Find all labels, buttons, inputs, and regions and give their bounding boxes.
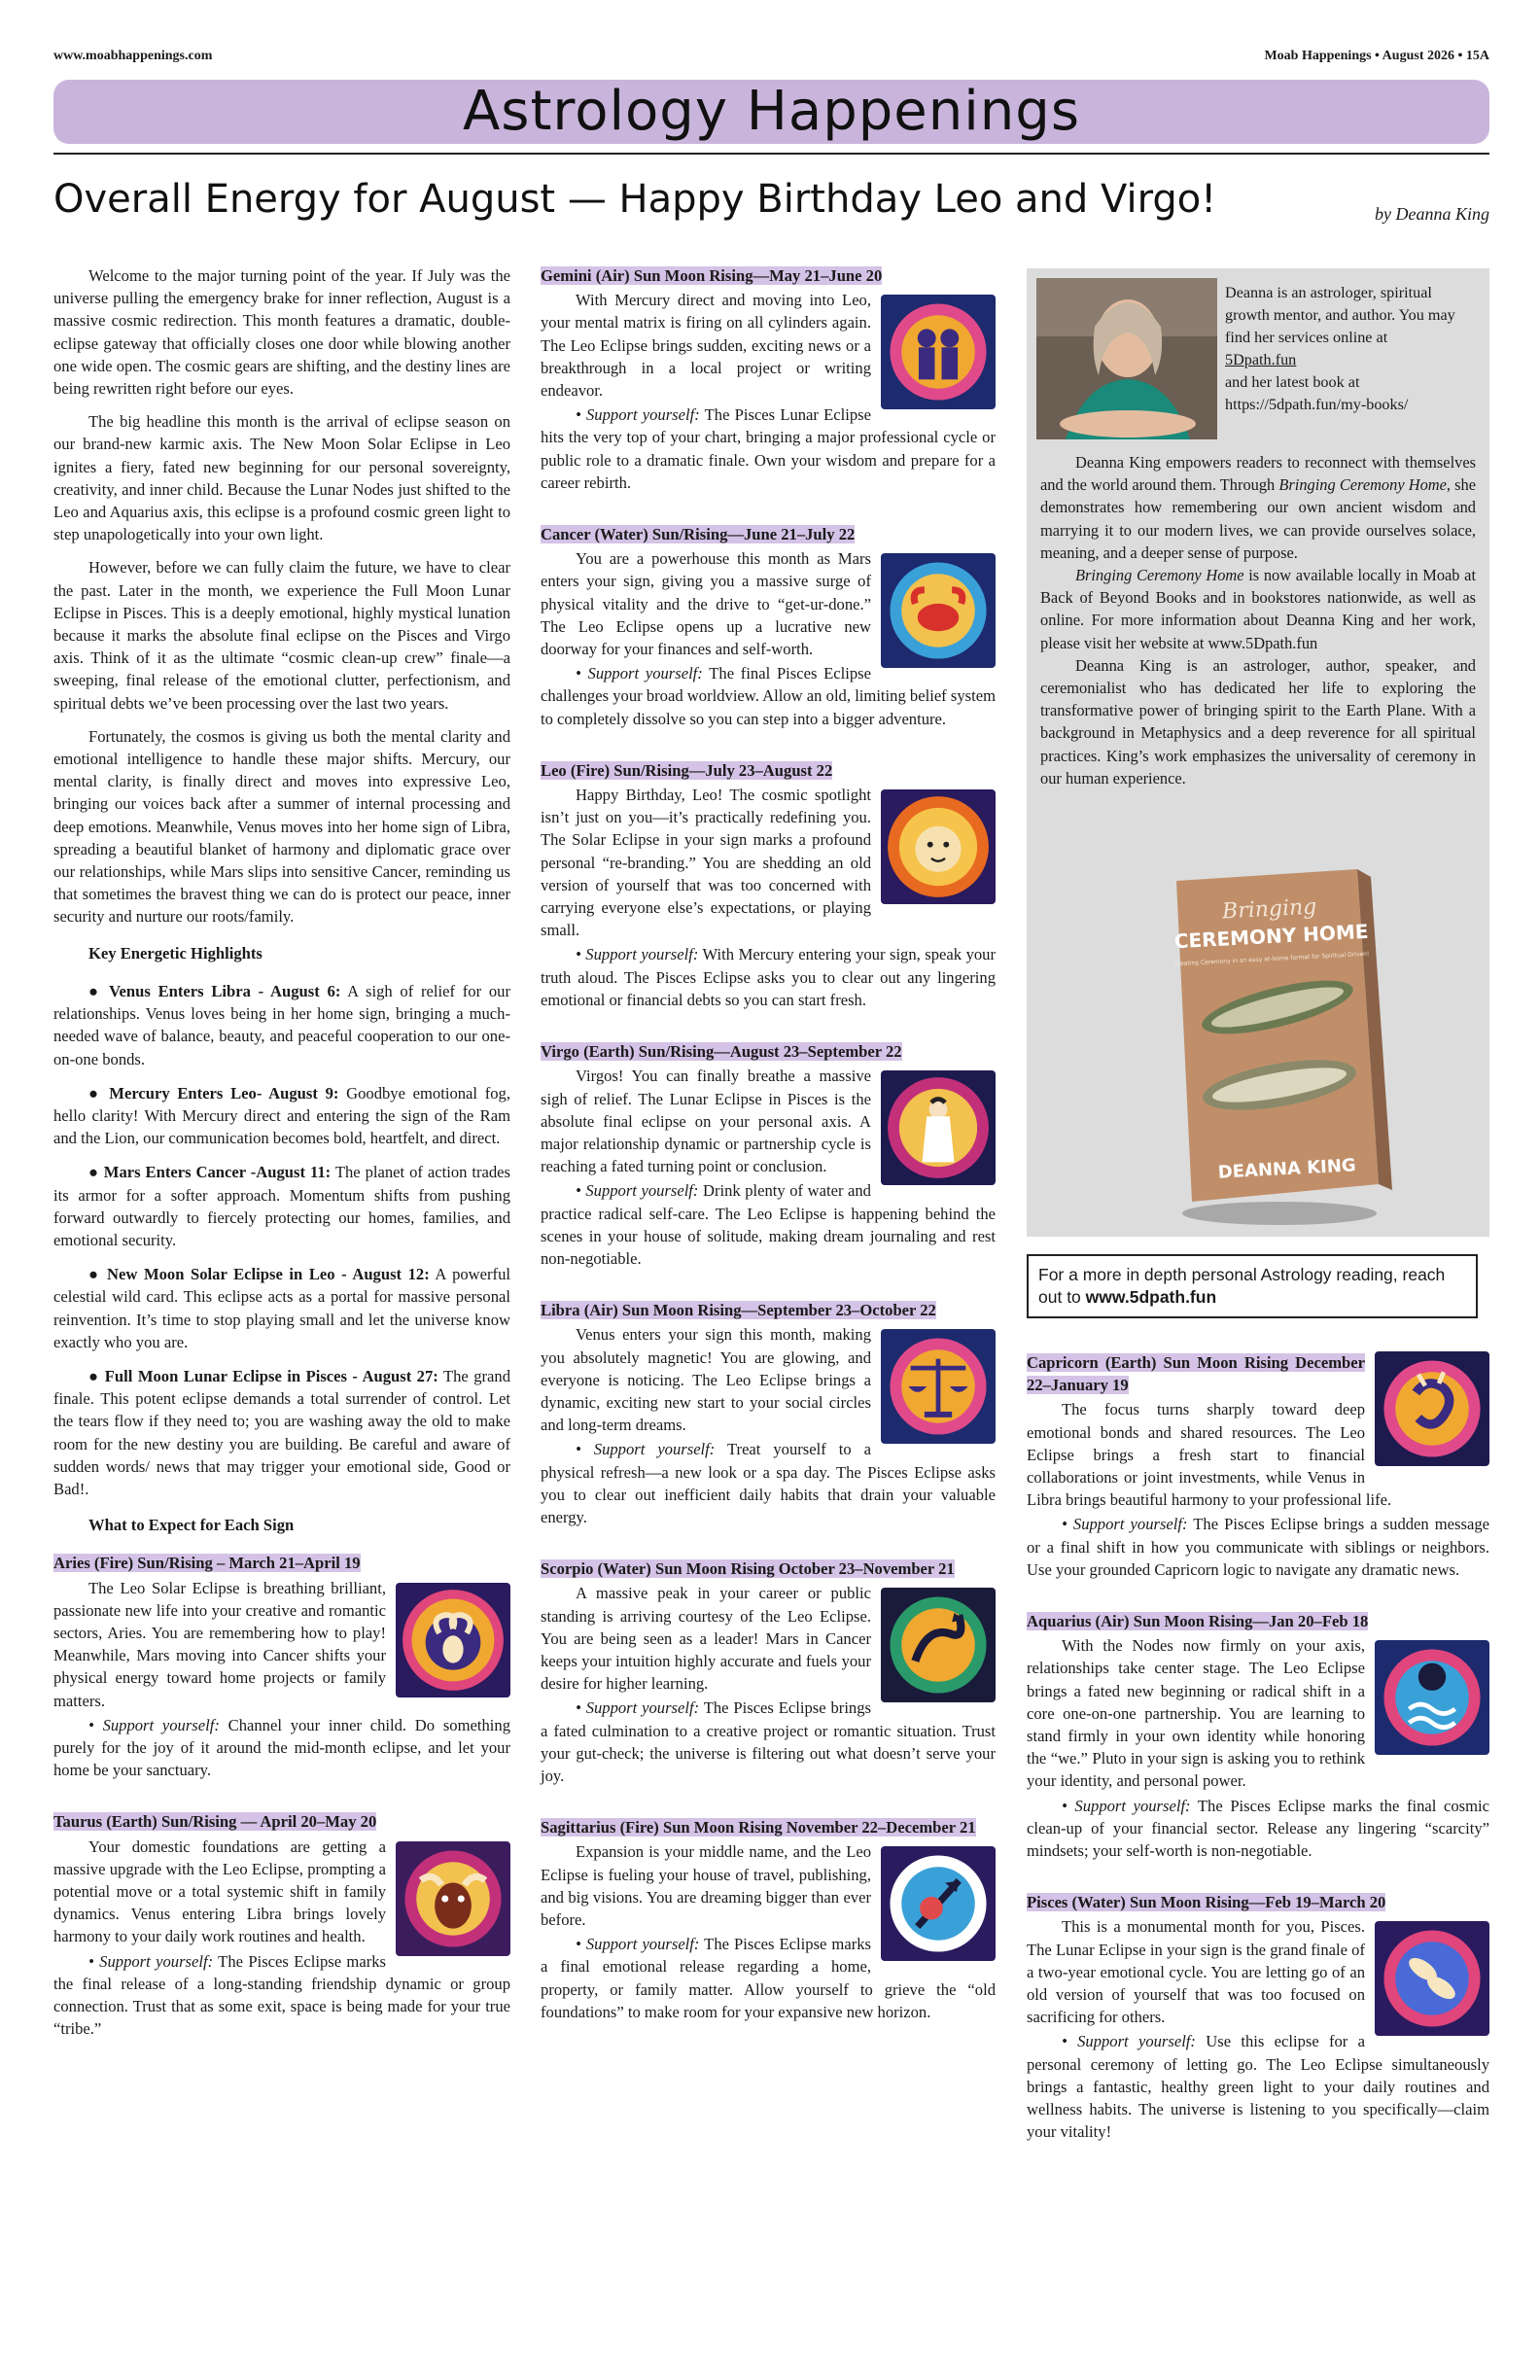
sign-support: • Support yourself: The Pisces Eclipse m… bbox=[1027, 1796, 1489, 1861]
issue-info: Moab Happenings • August 2026 • 15A bbox=[1264, 49, 1489, 63]
sign-body: This is a monumental month for you, Pisc… bbox=[1027, 1917, 1365, 2027]
sign-sagittarius: Sagittarius (Fire) Sun Moon Rising Novem… bbox=[541, 1816, 996, 2023]
sign-libra: Libra (Air) Sun Moon Rising—September 23… bbox=[541, 1299, 996, 1528]
highlight-item: ● Venus Enters Libra - August 6: A sigh … bbox=[53, 981, 510, 1068]
sign-body: With Mercury direct and moving into Leo,… bbox=[541, 291, 871, 401]
sign-title: Pisces (Water) Sun Moon Rising—Feb 19–Ma… bbox=[1027, 1893, 1386, 1912]
sign-body: A massive peak in your career or public … bbox=[541, 1584, 871, 1694]
sign-title: Scorpio (Water) Sun Moon Rising October … bbox=[541, 1559, 955, 1579]
column-2: Gemini (Air) Sun Moon Rising—May 21–June… bbox=[541, 264, 996, 2052]
sign-support: • Support yourself: The Pisces Eclipse m… bbox=[53, 1951, 510, 2039]
sign-support: • Support yourself: Treat yourself to a … bbox=[541, 1440, 996, 1526]
sign-title: Libra (Air) Sun Moon Rising—September 23… bbox=[541, 1301, 936, 1320]
article-headline: Overall Energy for August — Happy Birthd… bbox=[53, 177, 1217, 222]
virgo-icon bbox=[881, 1070, 996, 1186]
sign-gemini: Gemini (Air) Sun Moon Rising—May 21–June… bbox=[541, 264, 996, 494]
intro-paragraph: Welcome to the major turning point of th… bbox=[53, 266, 510, 399]
sign-support: • Support yourself: Drink plenty of wate… bbox=[541, 1181, 996, 1268]
sign-body: Venus enters your sign this month, makin… bbox=[541, 1325, 871, 1435]
sign-title: Capricorn (Earth) Sun Moon Rising Decemb… bbox=[1027, 1353, 1365, 1395]
sign-support: • Support yourself: Channel your inner c… bbox=[53, 1715, 510, 1780]
highlight-item: ● New Moon Solar Eclipse in Leo - August… bbox=[53, 1265, 510, 1351]
column-1: Welcome to the major turning point of th… bbox=[53, 264, 510, 2069]
author-bio-box: Deanna is an astrologer, spiritual growt… bbox=[1027, 268, 1489, 1237]
signs-heading: What to Expect for Each Sign bbox=[88, 1516, 295, 1535]
sign-title: Virgo (Earth) Sun/Rising—August 23–Septe… bbox=[541, 1042, 902, 1062]
cta-link[interactable]: www.5dpath.fun bbox=[1085, 1287, 1217, 1307]
intro-paragraph: However, before we can fully claim the f… bbox=[53, 558, 510, 713]
intro-paragraph: The big headline this month is the arriv… bbox=[53, 412, 510, 544]
highlight-item: ● Mars Enters Cancer -August 11: The pla… bbox=[53, 1163, 510, 1249]
book-script-title: Bringing bbox=[1220, 894, 1316, 924]
author-site-link[interactable]: 5Dpath.fun bbox=[1225, 351, 1297, 368]
aries-icon bbox=[396, 1582, 510, 1698]
sign-support: • Support yourself: Use this eclipse for… bbox=[1027, 2032, 1489, 2142]
scorpio-icon bbox=[881, 1588, 996, 1703]
sign-body: Virgos! You can finally breathe a massiv… bbox=[541, 1067, 871, 1176]
sign-aquarius: Aquarius (Air) Sun Moon Rising—Jan 20–Fe… bbox=[1027, 1610, 1489, 1862]
intro-paragraph: Fortunately, the cosmos is giving us bot… bbox=[53, 726, 510, 927]
website-url[interactable]: www.moabhappenings.com bbox=[53, 49, 213, 63]
sign-body: Happy Birthday, Leo! The cosmic spotligh… bbox=[541, 786, 871, 940]
sign-body: With the Nodes now firmly on your axis, … bbox=[1027, 1636, 1365, 1791]
author-contact: Deanna is an astrologer, spiritual growt… bbox=[1225, 284, 1455, 413]
sign-capricorn: Capricorn (Earth) Sun Moon Rising Decemb… bbox=[1027, 1351, 1489, 1581]
sign-support: • Support yourself: With Mercury enterin… bbox=[541, 945, 996, 1009]
sign-title: Sagittarius (Fire) Sun Moon Rising Novem… bbox=[541, 1818, 976, 1838]
highlights-heading: Key Energetic Highlights bbox=[88, 943, 262, 962]
aquarius-icon bbox=[1375, 1640, 1489, 1756]
author-bio-text: Deanna King empowers readers to reconnec… bbox=[1040, 453, 1477, 788]
sign-body: The Leo Solar Eclipse is breathing brill… bbox=[53, 1578, 386, 1710]
sign-body: Your domestic foundations are getting a … bbox=[53, 1837, 386, 1946]
sign-body: Expansion is your middle name, and the L… bbox=[541, 1842, 871, 1929]
sign-support: • Support yourself: The final Pisces Ecl… bbox=[541, 664, 996, 728]
section-banner: Astrology Happenings bbox=[53, 80, 1489, 144]
libra-icon bbox=[881, 1329, 996, 1445]
author-photo bbox=[1036, 278, 1217, 439]
capricorn-icon bbox=[1375, 1351, 1489, 1466]
taurus-icon bbox=[396, 1840, 510, 1956]
highlight-item: ● Full Moon Lunar Eclipse in Pisces - Au… bbox=[53, 1366, 511, 1498]
byline: by Deanna King bbox=[1375, 204, 1489, 224]
sign-title: Aries (Fire) Sun/Rising – March 21–April… bbox=[53, 1554, 361, 1573]
column-3-signs: Capricorn (Earth) Sun Moon Rising Decemb… bbox=[1027, 1351, 1489, 2173]
sign-support: • Support yourself: The Pisces Eclipse m… bbox=[541, 1935, 996, 2021]
gemini-icon bbox=[881, 295, 996, 410]
sagittarius-icon bbox=[881, 1846, 996, 1962]
sign-title: Cancer (Water) Sun/Rising—June 21–July 2… bbox=[541, 525, 856, 544]
reading-cta-box: For a more in depth personal Astrology r… bbox=[1027, 1254, 1478, 1318]
cancer-icon bbox=[881, 553, 996, 669]
banner-rule bbox=[53, 153, 1489, 155]
sign-title: Taurus (Earth) Sun/Rising — April 20–May… bbox=[53, 1812, 377, 1832]
sign-cancer: Cancer (Water) Sun/Rising—June 21–July 2… bbox=[541, 523, 996, 730]
sign-leo: Leo (Fire) Sun/Rising—July 23–August 22 … bbox=[541, 759, 996, 1011]
leo-icon bbox=[881, 789, 996, 905]
sign-body: The focus turns sharply toward deep emot… bbox=[1027, 1400, 1392, 1510]
sign-title: Gemini (Air) Sun Moon Rising—May 21–June… bbox=[541, 266, 883, 285]
sign-title: Aquarius (Air) Sun Moon Rising—Jan 20–Fe… bbox=[1027, 1612, 1369, 1631]
pisces-icon bbox=[1375, 1921, 1489, 2037]
sign-support: • Support yourself: The Pisces Lunar Ecl… bbox=[541, 405, 996, 492]
sign-pisces: Pisces (Water) Sun Moon Rising—Feb 19–Ma… bbox=[1027, 1891, 1489, 2143]
book-cover-image: Bringing CEREMONY HOME Creating Ceremony… bbox=[1163, 861, 1396, 1231]
page-header: www.moabhappenings.com Moab Happenings •… bbox=[53, 45, 1489, 66]
sign-scorpio: Scorpio (Water) Sun Moon Rising October … bbox=[541, 1558, 996, 1787]
section-title: Astrology Happenings bbox=[462, 80, 1081, 143]
highlight-item: ● Mercury Enters Leo- August 9: Goodbye … bbox=[53, 1083, 511, 1148]
sign-virgo: Virgo (Earth) Sun/Rising—August 23–Septe… bbox=[541, 1040, 996, 1270]
sign-support: • Support yourself: The Pisces Eclipse b… bbox=[1027, 1515, 1489, 1579]
sign-body: You are a powerhouse this month as Mars … bbox=[541, 549, 871, 659]
sign-aries: Aries (Fire) Sun/Rising – March 21–April… bbox=[53, 1552, 510, 1781]
sign-support: • Support yourself: The Pisces Eclipse b… bbox=[541, 1698, 996, 1785]
sign-title: Leo (Fire) Sun/Rising—July 23–August 22 bbox=[541, 760, 833, 780]
sign-taurus: Taurus (Earth) Sun/Rising — April 20–May… bbox=[53, 1810, 510, 2040]
